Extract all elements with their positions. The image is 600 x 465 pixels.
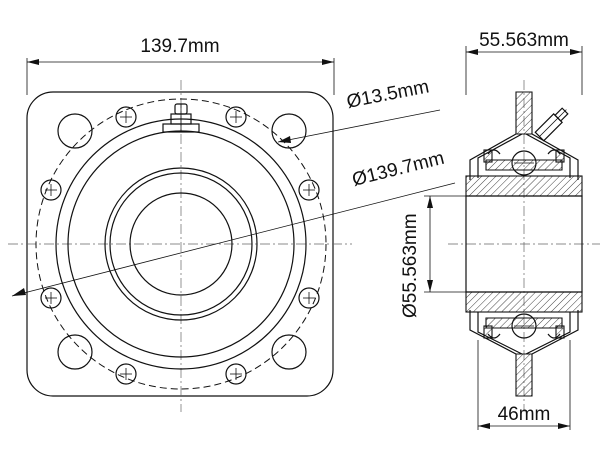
front-view: 139.7mm bbox=[8, 36, 456, 412]
width-dimension-front: 139.7mm bbox=[26, 36, 335, 95]
bore-label: Ø55.563mm bbox=[400, 213, 421, 318]
bolt-hole-leader: Ø13.5mm bbox=[277, 76, 441, 143]
bolt-circle-label: Ø139.7mm bbox=[350, 148, 446, 191]
bolt-hole bbox=[271, 334, 307, 370]
flange-tab-bottom bbox=[469, 310, 579, 397]
bolt-hole bbox=[57, 113, 93, 149]
bore-dimension: Ø55.563mm bbox=[400, 195, 466, 318]
small-hole bbox=[40, 179, 62, 201]
side-view: 55.563mm bbox=[400, 30, 600, 430]
bolt-hole-label: Ø13.5mm bbox=[345, 76, 431, 113]
width-dimension-side: 55.563mm bbox=[465, 30, 583, 95]
inner-width-label: 46mm bbox=[498, 404, 551, 425]
bearing-seal-top bbox=[483, 149, 565, 176]
bolt-circle-leader: Ø139.7mm bbox=[11, 148, 456, 297]
grease-fitting-front bbox=[162, 103, 200, 133]
bolt-hole bbox=[57, 334, 93, 370]
bore-circle bbox=[129, 192, 233, 296]
bolt-hole bbox=[271, 113, 307, 149]
small-hole bbox=[115, 106, 137, 128]
inner-width-dimension: 46mm bbox=[477, 340, 571, 430]
small-holes bbox=[40, 106, 320, 385]
flange-tab-top bbox=[469, 91, 579, 180]
small-hole bbox=[40, 287, 62, 309]
inner-ring bbox=[465, 175, 583, 313]
grease-fitting-side bbox=[534, 107, 569, 142]
small-hole bbox=[298, 179, 320, 201]
small-hole bbox=[115, 363, 137, 385]
bearing-seal-bottom bbox=[483, 313, 565, 339]
bearing-outer-ring-circle bbox=[104, 167, 258, 321]
width-label-front: 139.7mm bbox=[140, 36, 219, 57]
small-hole bbox=[225, 363, 247, 385]
width-label-side: 55.563mm bbox=[479, 30, 569, 51]
bolt-holes-large bbox=[57, 113, 307, 370]
small-hole bbox=[298, 287, 320, 309]
small-hole bbox=[225, 106, 247, 128]
bearing-inner-ring-circle bbox=[109, 172, 253, 316]
bolt-circle bbox=[35, 98, 327, 390]
